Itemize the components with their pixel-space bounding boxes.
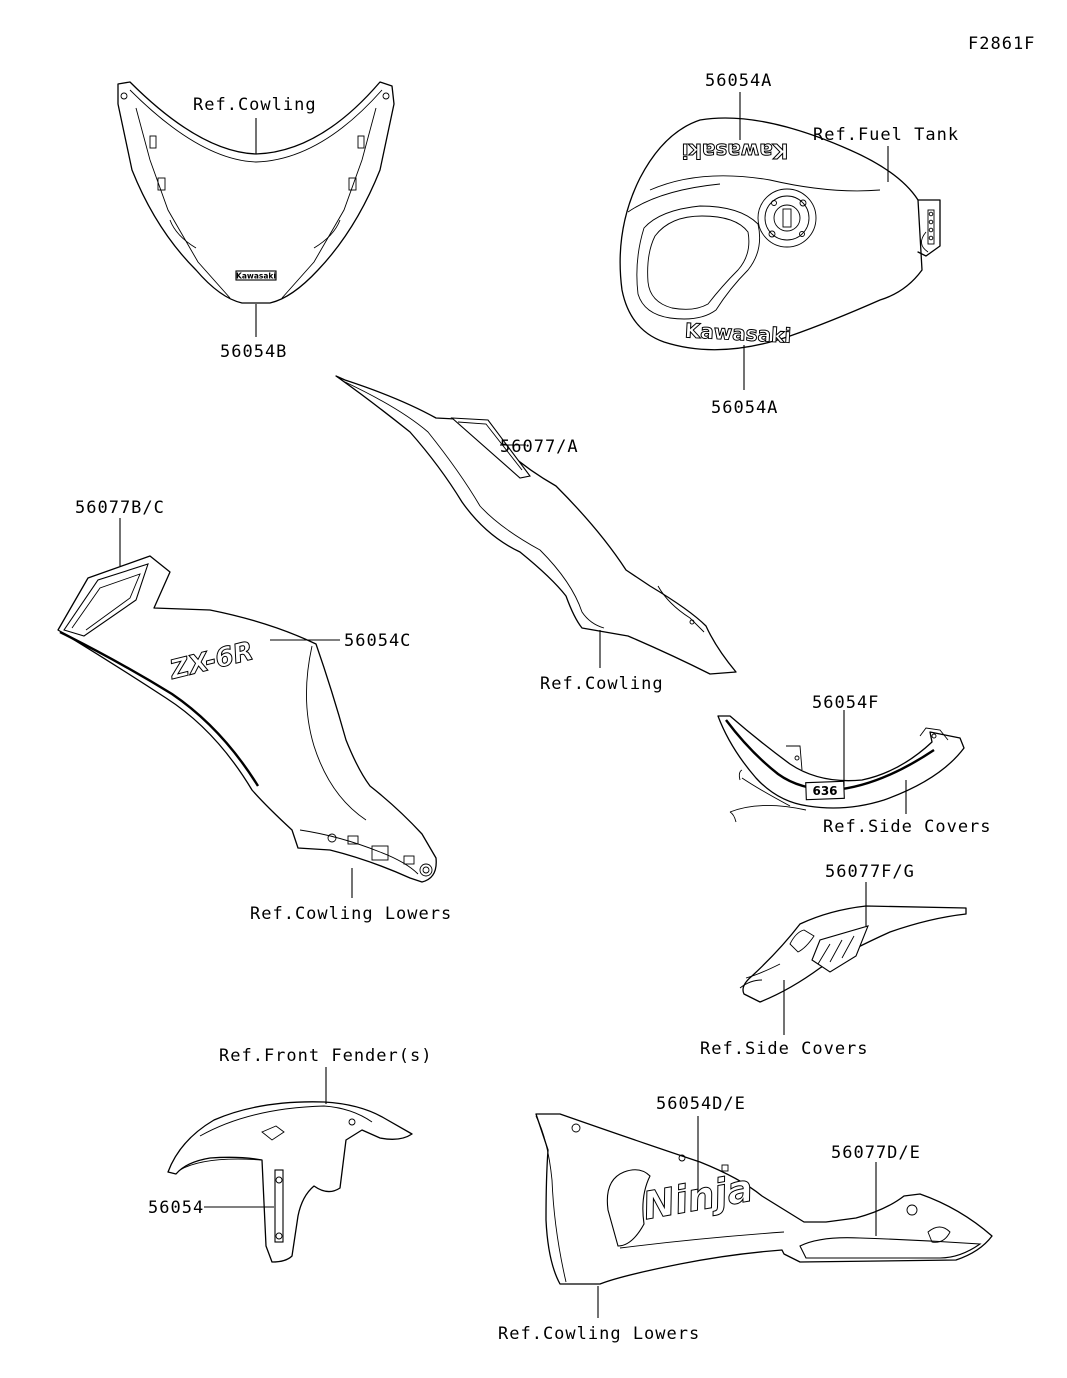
- cowling-lower-left-part: [57, 555, 437, 883]
- part-56054A-bottom-label: 56054A: [711, 398, 778, 418]
- part-56077FG-label: 56077F/G: [825, 862, 915, 882]
- figure-code: F2861F: [968, 34, 1035, 54]
- 636-decal: 636: [805, 780, 845, 801]
- part-56054F-label: 56054F: [812, 693, 879, 713]
- kawasaki-small-decal: Kawasaki: [235, 270, 277, 281]
- cowling-ref-label: Ref.Cowling: [193, 95, 317, 115]
- side-cover-lower-part: [739, 905, 967, 1003]
- part-56054-label: 56054: [148, 1198, 204, 1218]
- part-56054DE-label: 56054D/E: [656, 1094, 746, 1114]
- cowling-lowers-right-ref-label: Ref.Cowling Lowers: [498, 1324, 700, 1344]
- side-cover-upper-part: [717, 715, 965, 823]
- front-cowling-part: [117, 81, 395, 304]
- 636-text: 636: [812, 784, 837, 798]
- part-56054A-top-label: 56054A: [705, 71, 772, 91]
- part-56077A-label: 56077/A: [500, 437, 579, 457]
- side-cowling-ref-label: Ref.Cowling: [540, 674, 664, 694]
- kawasaki-tank-bottom-decal: Kawasaki: [684, 318, 792, 348]
- part-56077DE-label: 56077D/E: [831, 1143, 921, 1163]
- part-56077BC-label: 56077B/C: [75, 498, 165, 518]
- side-covers-lower-ref-label: Ref.Side Covers: [700, 1039, 869, 1059]
- kawasaki-small-text: Kawasaki: [236, 272, 276, 281]
- fuel-tank-ref-label: Ref.Fuel Tank: [813, 125, 959, 145]
- front-fender-ref-label: Ref.Front Fender(s): [219, 1046, 432, 1066]
- part-56054B-label: 56054B: [220, 342, 287, 362]
- fuel-tank-part: [619, 117, 941, 351]
- side-covers-upper-ref-label: Ref.Side Covers: [823, 817, 992, 837]
- cowling-lower-right-part: [535, 1113, 993, 1285]
- front-fender-part: [167, 1101, 413, 1263]
- side-cowling-part: [335, 375, 737, 675]
- zx6r-decal: ZX-6R: [166, 636, 256, 686]
- kawasaki-tank-top-decal: Kawasaki: [682, 139, 789, 163]
- cowling-lowers-left-ref-label: Ref.Cowling Lowers: [250, 904, 452, 924]
- part-56054C-label: 56054C: [344, 631, 411, 651]
